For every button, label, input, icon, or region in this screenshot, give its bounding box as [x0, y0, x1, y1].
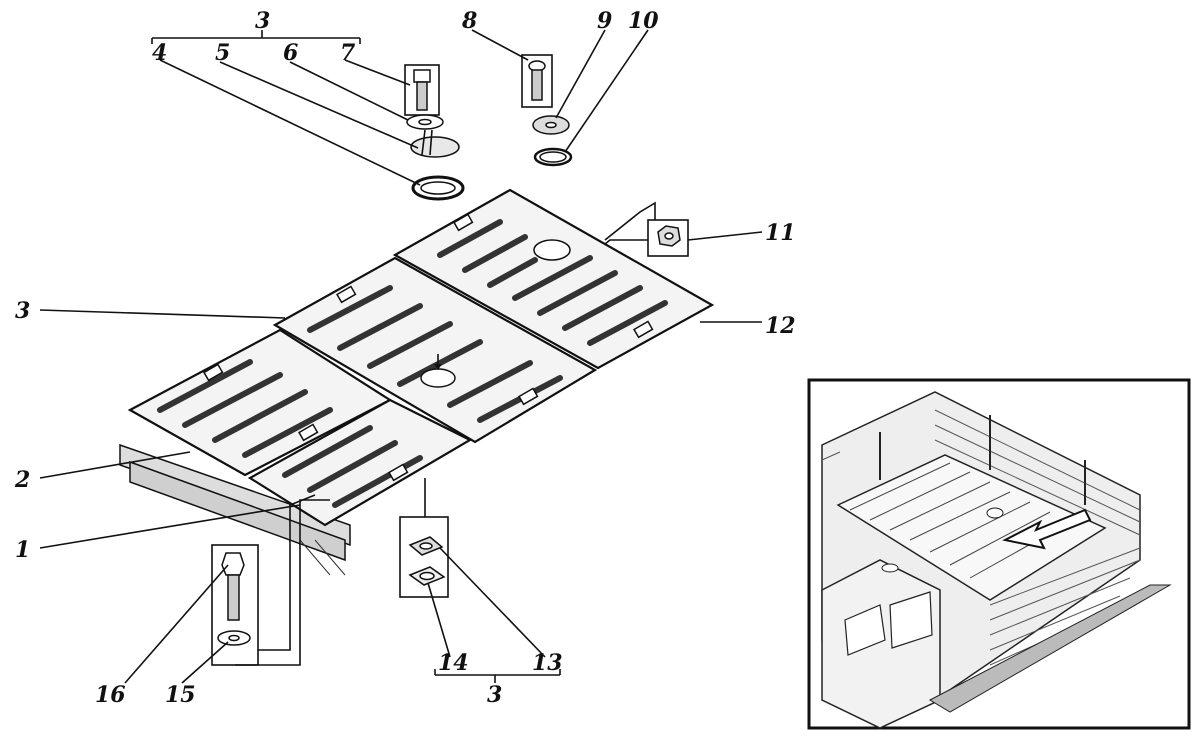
label-1: 1: [15, 537, 30, 563]
label-3-left: 3: [15, 298, 30, 324]
label-3-top: 3: [255, 8, 270, 34]
clamp-plates-13-14: [399, 478, 449, 598]
part-number-labels: 3 4 5 6 7 8 9 10 11 12 3 2 1 16 15 14 13…: [14, 8, 796, 708]
label-4: 4: [152, 40, 167, 66]
label-6: 6: [283, 40, 298, 66]
label-14: 14: [438, 650, 469, 676]
label-11: 11: [765, 220, 796, 246]
drain-plug-hardware: [521, 54, 573, 167]
label-2: 2: [14, 467, 30, 493]
leader-lines: [39, 29, 763, 684]
truck-body-inset: [807, 378, 1191, 730]
hatch-cover-hardware: [404, 64, 465, 201]
nut-11: [604, 201, 689, 257]
label-16: 16: [95, 682, 126, 708]
bolt-washer-15-16: [211, 494, 330, 666]
label-15: 15: [165, 682, 196, 708]
label-7: 7: [340, 40, 356, 66]
label-9: 9: [597, 8, 612, 34]
chassis-rails: [119, 443, 351, 576]
floor-panels: [127, 188, 715, 527]
label-8: 8: [461, 8, 477, 34]
label-10: 10: [628, 8, 659, 34]
label-13: 13: [532, 650, 563, 676]
label-12: 12: [765, 313, 796, 339]
label-5: 5: [215, 40, 230, 66]
label-3-bottom: 3: [487, 682, 502, 708]
